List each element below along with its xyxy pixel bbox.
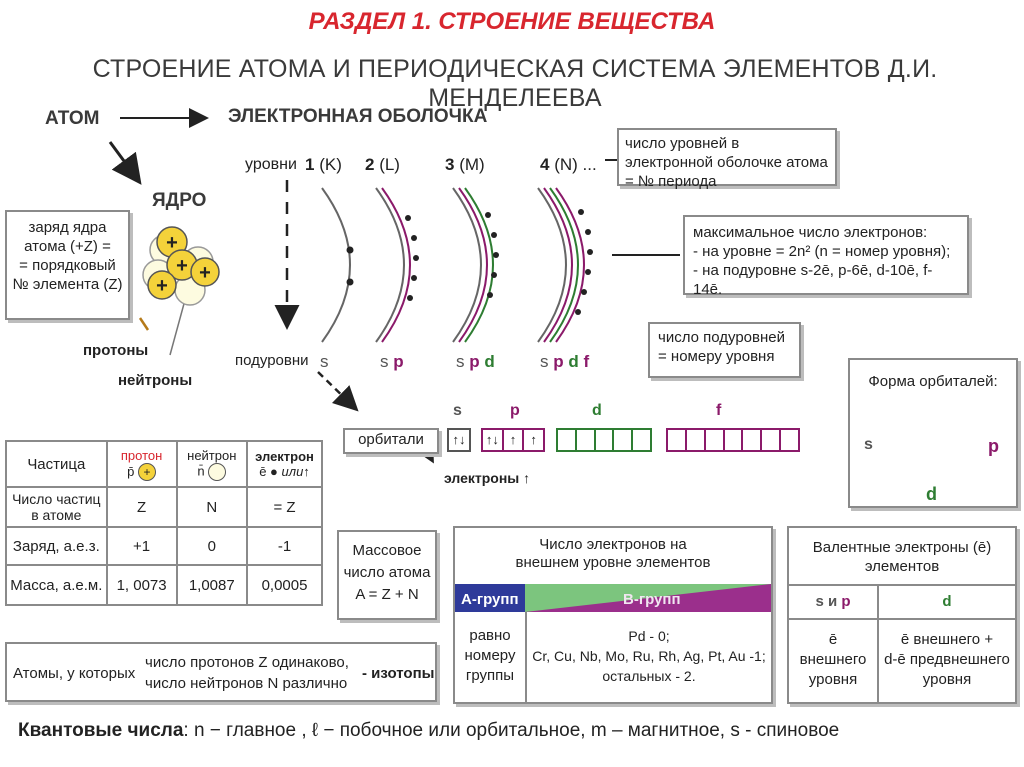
particles-header-name: Частица <box>5 440 108 488</box>
table-row: Масса, а.е.м. 1, 0073 1,0087 0,0005 <box>5 564 323 606</box>
orbital-label-f: f <box>716 402 722 419</box>
valence-d-text: ē внешнего + d-ē предвнешнего уровня <box>884 631 1010 688</box>
valence-sp-text: ē внешнего уровня <box>799 631 867 688</box>
orbital-shape-box: Форма орбиталей: <box>848 358 1018 508</box>
sublevel-group-1: s <box>320 352 329 371</box>
svg-text:+: + <box>199 262 211 284</box>
a-group-text: равно номеру группы <box>464 627 516 684</box>
quantum-numbers-line: Квантовые числа: n − главное , ℓ − побоч… <box>18 720 840 741</box>
nucleus-icon: + + + + <box>142 226 220 306</box>
shell-arc-4b <box>543 187 573 343</box>
electrons-label: электроны ↑ <box>444 470 531 486</box>
shell-arc-4d <box>555 187 585 343</box>
b-group-text: Pd - 0; Cr, Cu, Nb, Mo, Ru, Rh, Ag, Pt, … <box>532 628 766 684</box>
orbital-label-d: d <box>592 402 602 419</box>
isotopes-box: Атомы, у которых число протонов Z одинак… <box>5 642 437 702</box>
shell-arc-1 <box>321 187 351 343</box>
valence-electrons-box: Валентные электроны (ē) элементов s и p … <box>787 526 1017 704</box>
table-row: Заряд, а.е.з. +1 0 -1 <box>5 526 323 566</box>
level-3: 3 (M) <box>445 155 485 174</box>
atom-to-nucleus-arrow <box>108 141 142 185</box>
orbital-label-p: p <box>510 402 520 419</box>
svg-text:+: + <box>176 255 188 277</box>
outer-electrons-box: Число электронов на внешнем уровне элеме… <box>453 526 773 704</box>
shell-arc-3c <box>464 187 494 343</box>
sublevels-to-orbitals-arrow <box>317 371 359 412</box>
shell-arc-4c <box>549 187 579 343</box>
shell-arc-2b <box>381 187 411 343</box>
table-row: Число частиц в атоме Z N = Z <box>5 486 323 528</box>
sublevel-group-2: s p <box>380 352 404 371</box>
max-electrons-box: максимальное число электронов: - на уров… <box>683 215 969 298</box>
valence-d-header: d <box>942 593 952 610</box>
nucleus-label: ЯДРО <box>152 190 207 211</box>
orbital-cells-f <box>666 428 800 452</box>
orbital-cells-s: ↑↓ <box>447 428 471 452</box>
valence-sp-header: s и p <box>815 593 851 610</box>
shell-arc-2a <box>375 187 405 343</box>
mass-number-box: Массовое число атома A = Z + N <box>337 530 437 620</box>
orbital-label-s: s <box>453 402 462 419</box>
level-2: 2 (L) <box>365 155 400 174</box>
a-group-label: А-групп <box>461 591 519 608</box>
nucleus-charge-box: заряд ядра атома (+Z) = = порядковый № э… <box>5 210 130 320</box>
level-4: 4 (N) ... <box>540 155 597 174</box>
neutron-pointer <box>169 299 186 356</box>
shape-label-d: d <box>926 484 937 504</box>
sublevels-label: подуровни <box>235 352 309 369</box>
outer-electrons-title: Число электронов на внешнем уровне элеме… <box>515 536 711 571</box>
shell-arc-3a <box>452 187 482 343</box>
b-group-label: В-групп <box>623 591 681 608</box>
levels-label: уровни <box>245 156 297 173</box>
svg-text:+: + <box>166 232 178 254</box>
shape-label-s: s <box>864 436 873 453</box>
orbitals-box: орбитали <box>343 428 439 454</box>
level-1: 1 (K) <box>305 155 342 174</box>
page-subtitle: СТРОЕНИЕ АТОМА И ПЕРИОДИЧЕСКАЯ СИСТЕМА Э… <box>92 55 938 112</box>
atom-label: АТОМ <box>45 108 100 129</box>
shell-label: ЭЛЕКТРОННАЯ ОБОЛОЧКА <box>228 106 488 127</box>
sublevel-group-4: s p d f <box>540 352 590 371</box>
orbital-cells-p: ↑↓↑↑ <box>481 428 545 452</box>
sublevel-group-3: s p d <box>456 352 495 371</box>
valence-title: Валентные электроны (ē) элементов <box>812 539 992 575</box>
sublevel-count-box: число подуровней = номеру уровня <box>648 322 801 378</box>
shape-label-p: p <box>988 436 999 456</box>
proton-pointer <box>138 317 150 331</box>
protons-label: протоны <box>83 342 149 359</box>
section-title: РАЗДЕЛ 1. СТРОЕНИЕ ВЕЩЕСТВА <box>308 8 716 35</box>
shell-arc-3b <box>458 187 488 343</box>
svg-text:+: + <box>156 275 168 297</box>
orbital-cells-d <box>556 428 652 452</box>
group-banner <box>455 584 771 612</box>
shell-arc-4a <box>537 187 567 343</box>
neutrons-label: нейтроны <box>118 372 193 389</box>
levels-count-box: число уровней в электронной оболочке ато… <box>617 128 837 190</box>
